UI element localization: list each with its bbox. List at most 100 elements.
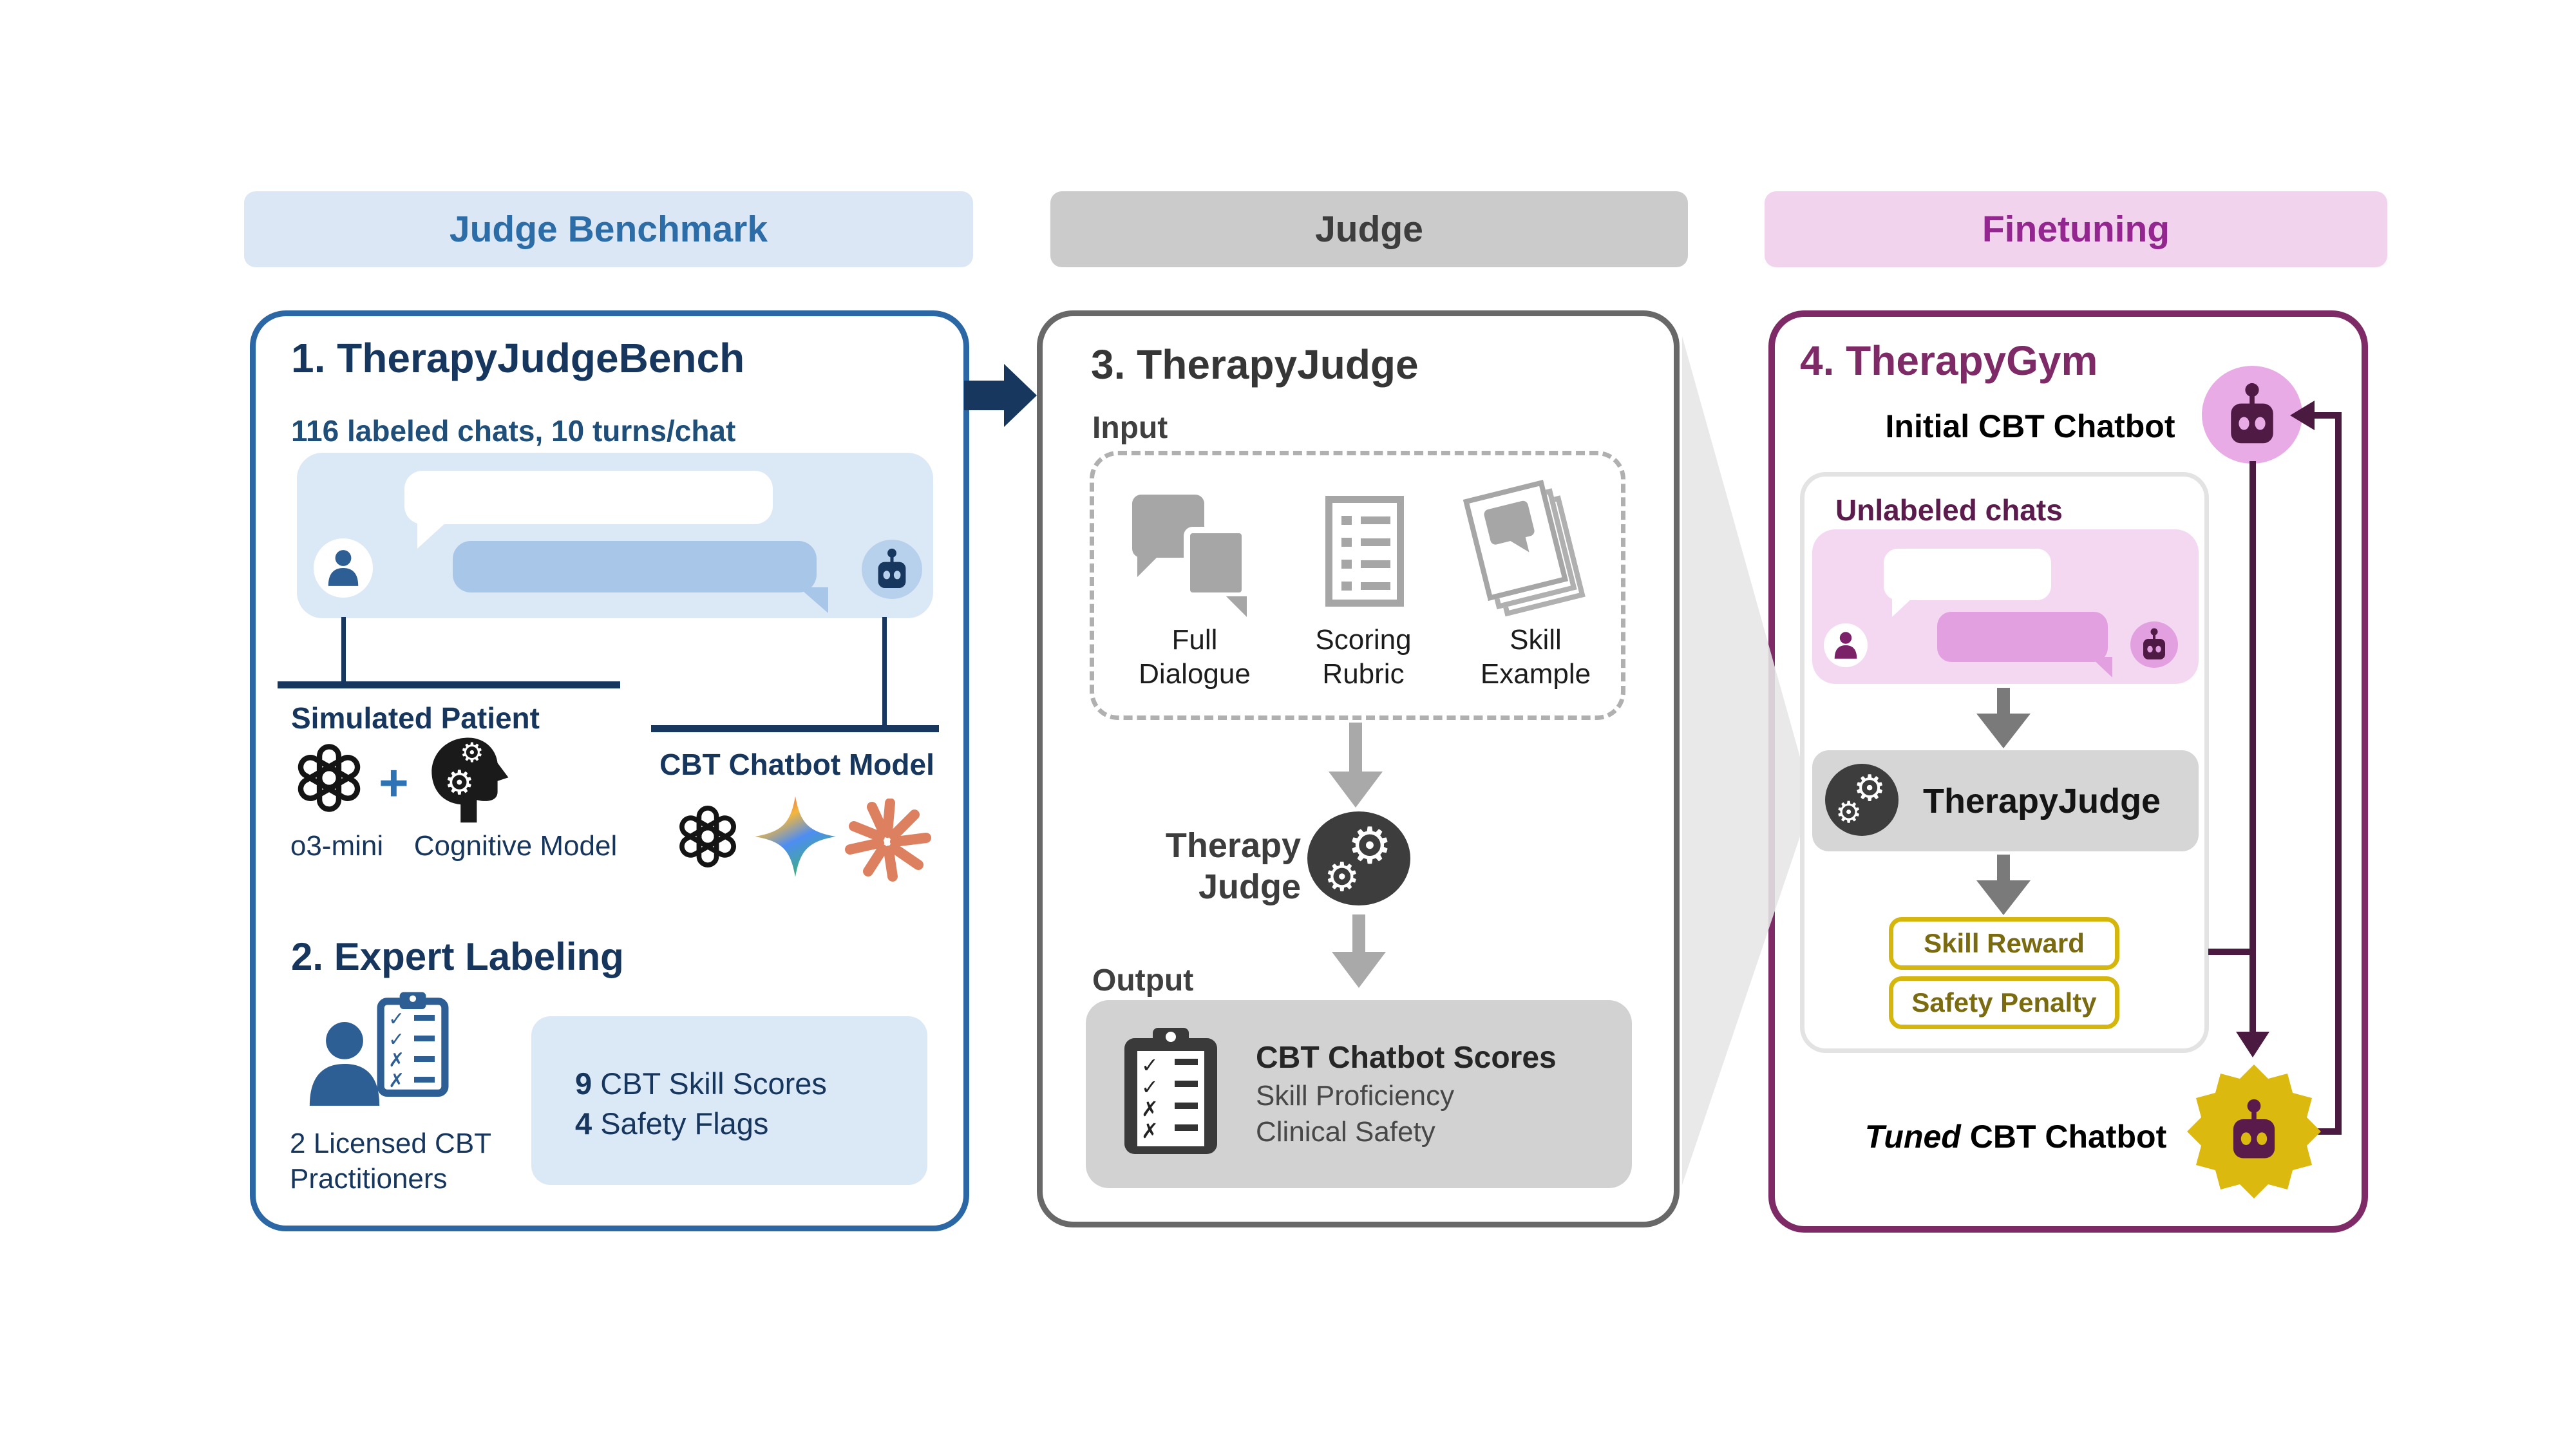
panel1-subtitle: 116 labeled chats, 10 turns/chat — [291, 414, 736, 448]
scores-clipboard-icon: ✓ ✓ ✗ ✗ — [1119, 1028, 1222, 1157]
pink-chatbot-bubble-tail — [2090, 657, 2112, 677]
chatbot-connector-line — [882, 617, 887, 728]
pill-finetuning: Finetuning — [1765, 191, 2387, 267]
safety-penalty-label: Safety Penalty — [1911, 987, 2097, 1018]
initial-chatbot-label: Initial CBT Chatbot — [1885, 408, 2175, 444]
labels-summary-box — [531, 1016, 927, 1185]
skill-reward-label: Skill Reward — [1924, 928, 2085, 958]
check-icon: ✓ — [388, 1009, 405, 1030]
skill-scores-count: 9 — [575, 1066, 592, 1101]
input-dashed-box — [1090, 451, 1625, 720]
openai-logo — [675, 804, 741, 869]
feedback-line-top — [2313, 412, 2342, 419]
robot-icon — [2231, 383, 2273, 444]
patient-chat-bubble — [404, 471, 773, 524]
expert-practitioner-icon: ✓ ✓ ✗ ✗ — [303, 990, 464, 1119]
gear-icon: ⚙ — [1324, 855, 1360, 900]
safety-penalty-box: Safety Penalty — [1889, 976, 2119, 1029]
person-icon — [309, 1022, 380, 1106]
cross-icon: ✗ — [1141, 1119, 1159, 1142]
arrow-input-to-judge — [1329, 723, 1383, 808]
therapy-judge-label: Therapy Judge — [1165, 826, 1301, 906]
arrow-judge-to-output — [1332, 914, 1386, 989]
pill-judge-benchmark-label: Judge Benchmark — [449, 209, 768, 250]
patient-avatar — [314, 538, 373, 598]
tuned-word: Tuned — [1864, 1119, 1961, 1155]
gear-icon: ⚙ — [1853, 768, 1886, 808]
output-clinical-safety: Clinical Safety — [1256, 1116, 1435, 1148]
robot-icon — [878, 548, 906, 588]
cross-icon: ✗ — [1141, 1097, 1159, 1121]
input-label: Input — [1092, 411, 1168, 445]
therapyjudge-bar-icon: ⚙ ⚙ — [1825, 764, 1899, 836]
feedback-line-bottom — [2317, 1128, 2342, 1135]
pink-patient-avatar — [1824, 623, 1868, 667]
feedback-line-vertical — [2335, 412, 2342, 1132]
person-icon — [328, 550, 359, 586]
chatbot-bracket — [651, 725, 939, 732]
labels-summary-text: 9 CBT Skill Scores 4 Safety Flags — [575, 1066, 827, 1141]
rewards-to-line-connector — [2208, 949, 2253, 955]
pink-chatbot-avatar — [2130, 621, 2178, 668]
pink-patient-bubble-tail — [1892, 598, 1913, 617]
arrowhead-down-icon — [2236, 1032, 2269, 1057]
cross-icon: ✗ — [388, 1070, 405, 1092]
output-title: CBT Chatbot Scores — [1256, 1041, 1557, 1075]
pink-patient-bubble — [1884, 549, 2051, 600]
panel3-title: 4. TherapyGym — [1800, 337, 2098, 384]
chatbot-bubble-tail — [799, 587, 828, 613]
gear-icon: ⚙ — [444, 764, 475, 802]
check-icon: ✓ — [388, 1029, 405, 1050]
arrow-judgebar-to-rewards — [1976, 855, 2031, 915]
therapyjudge-bar-label: TherapyJudge — [1923, 782, 2161, 820]
cognitive-model-label: Cognitive Model — [413, 830, 618, 862]
input-item-full-dialogue: Full Dialogue — [1139, 624, 1251, 690]
patient-connector-line — [341, 617, 346, 684]
tuned-chatbot-icon — [2186, 1064, 2322, 1199]
output-label: Output — [1092, 963, 1194, 998]
gear-icon: ⚙ — [460, 737, 484, 768]
practitioners-label: 2 Licensed CBT Practitioners — [290, 1128, 492, 1195]
cross-icon: ✗ — [388, 1050, 405, 1071]
tuned-chatbot-label: Tuned CBT Chatbot — [1864, 1119, 2167, 1155]
robot-icon — [2143, 628, 2165, 659]
openai-logo — [293, 742, 365, 814]
plus-icon: + — [379, 754, 409, 811]
o3-mini-label: o3-mini — [290, 830, 384, 862]
dialogue-bubbles-icon — [1132, 495, 1261, 617]
skill-reward-box: Skill Reward — [1889, 917, 2119, 970]
robot-icon — [2233, 1099, 2275, 1159]
gemini-logo — [752, 793, 838, 880]
check-icon: ✓ — [1141, 1075, 1159, 1099]
simulated-patient-label: Simulated Patient — [291, 701, 540, 735]
panel1-title: 1. TherapyJudgeBench — [291, 335, 745, 381]
expert-labeling-title: 2. Expert Labeling — [291, 935, 624, 978]
chatbot-chat-bubble — [453, 541, 817, 592]
arrow-chats-to-judgebar — [1976, 688, 2031, 748]
pill-judge: Judge — [1050, 191, 1688, 267]
therapy-judge-icon: ⚙ ⚙ — [1307, 811, 1410, 905]
benchmark-to-judge-arrow — [964, 364, 1037, 427]
gear-icon: ⚙ — [1347, 817, 1392, 874]
panel2-title: 3. TherapyJudge — [1091, 341, 1419, 388]
initial-to-tuned-line — [2249, 461, 2256, 1033]
pill-judge-benchmark: Judge Benchmark — [244, 191, 973, 267]
pink-chatbot-bubble — [1937, 612, 2108, 662]
initial-chatbot-icon — [2202, 366, 2302, 464]
patient-bracket — [278, 681, 620, 688]
safety-flags-count: 4 — [575, 1106, 592, 1141]
gear-icon: ⚙ — [1835, 795, 1862, 829]
cbt-chatbot-model-label: CBT Chatbot Model — [659, 748, 934, 781]
unlabeled-chats-label: Unlabeled chats — [1835, 493, 2063, 527]
checklist-clipboard-icon: ✓ ✓ ✗ ✗ — [377, 990, 449, 1099]
pill-judge-label: Judge — [1315, 209, 1423, 250]
scoring-rubric-icon — [1325, 496, 1404, 607]
person-icon — [1834, 632, 1857, 659]
check-icon: ✓ — [1141, 1054, 1159, 1077]
cognitive-model-icon: ⚙ ⚙ — [426, 734, 516, 824]
output-skill-proficiency: Skill Proficiency — [1256, 1080, 1455, 1112]
patient-bubble-tail — [417, 522, 447, 549]
anthropic-logo — [842, 798, 933, 882]
input-item-skill-example: Skill Example — [1480, 624, 1591, 690]
